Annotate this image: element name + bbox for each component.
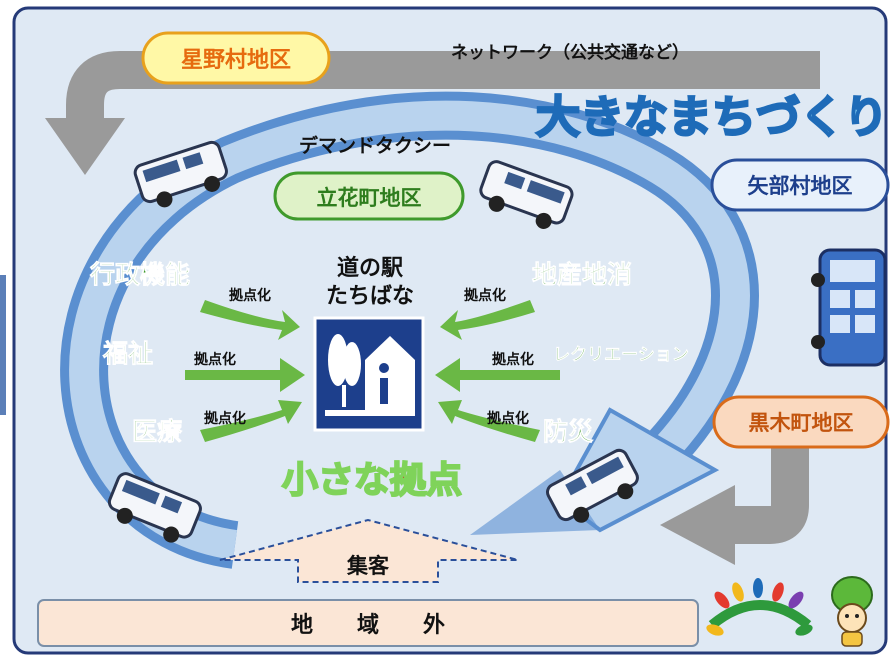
hub-label-recreation: 拠点化 xyxy=(492,351,534,368)
big-town-label: 大きなまちづくり xyxy=(536,92,888,143)
function-local-production: 地産地消 xyxy=(532,260,632,289)
demand-taxi-label: デマンドタクシー xyxy=(299,134,451,157)
left-edge-tab xyxy=(0,275,6,415)
district-tachibana-label: 立花町地区 xyxy=(317,186,422,210)
district-hoshino: 星野村地区 xyxy=(141,31,331,85)
town-logo xyxy=(706,578,813,636)
outside-region-label: 地 域 外 xyxy=(291,612,445,638)
small-hub-label: 小さな拠点 xyxy=(282,460,462,501)
arrow-welfare xyxy=(185,358,305,392)
bus-icon xyxy=(811,248,887,367)
hub-label-medical: 拠点化 xyxy=(204,410,246,427)
station-name-line2: たちばな xyxy=(326,284,414,309)
van-icon xyxy=(107,472,202,543)
van-icon xyxy=(479,160,574,229)
van-icon xyxy=(546,448,639,523)
function-administration: 行政機能 xyxy=(89,260,190,289)
hub-label-administration: 拠点化 xyxy=(229,287,271,304)
district-kurogi: 黒木町地区 xyxy=(712,395,890,449)
district-yabe: 矢部村地区 xyxy=(710,158,890,212)
hub-label-welfare: 拠点化 xyxy=(194,351,236,368)
network-loop-arrow xyxy=(45,51,820,565)
arrow-local-production xyxy=(440,300,535,340)
station-name-line1: 道の駅 xyxy=(337,255,403,281)
function-disaster-prevention: 防災 xyxy=(543,417,594,446)
function-recreation: レクリエーション xyxy=(553,345,689,365)
network-label: ネットワーク（公共交通など） xyxy=(451,42,689,63)
district-hoshino-label: 星野村地区 xyxy=(181,48,291,73)
hub-label-disaster: 拠点化 xyxy=(487,410,529,427)
hub-label-local-production: 拠点化 xyxy=(464,287,506,304)
arrow-administration xyxy=(200,300,300,340)
district-tachibana: 立花町地区 xyxy=(273,171,465,221)
mascot-icon xyxy=(831,576,873,647)
attract-arrow: 集客 xyxy=(219,518,519,583)
function-welfare: 福祉 xyxy=(102,339,153,368)
van-icon xyxy=(133,140,228,208)
hub-arrows xyxy=(185,300,560,442)
district-yabe-label: 矢部村地区 xyxy=(748,174,853,198)
arrow-medical xyxy=(200,400,302,442)
district-kurogi-label: 黒木町地区 xyxy=(749,411,854,435)
roadside-station-sign xyxy=(313,316,425,432)
outside-region-box: 地 域 外 xyxy=(37,599,699,647)
attract-label: 集客 xyxy=(346,554,390,578)
arrow-disaster xyxy=(438,400,540,442)
function-medical: 医療 xyxy=(132,417,182,446)
arrow-recreation xyxy=(435,358,560,392)
